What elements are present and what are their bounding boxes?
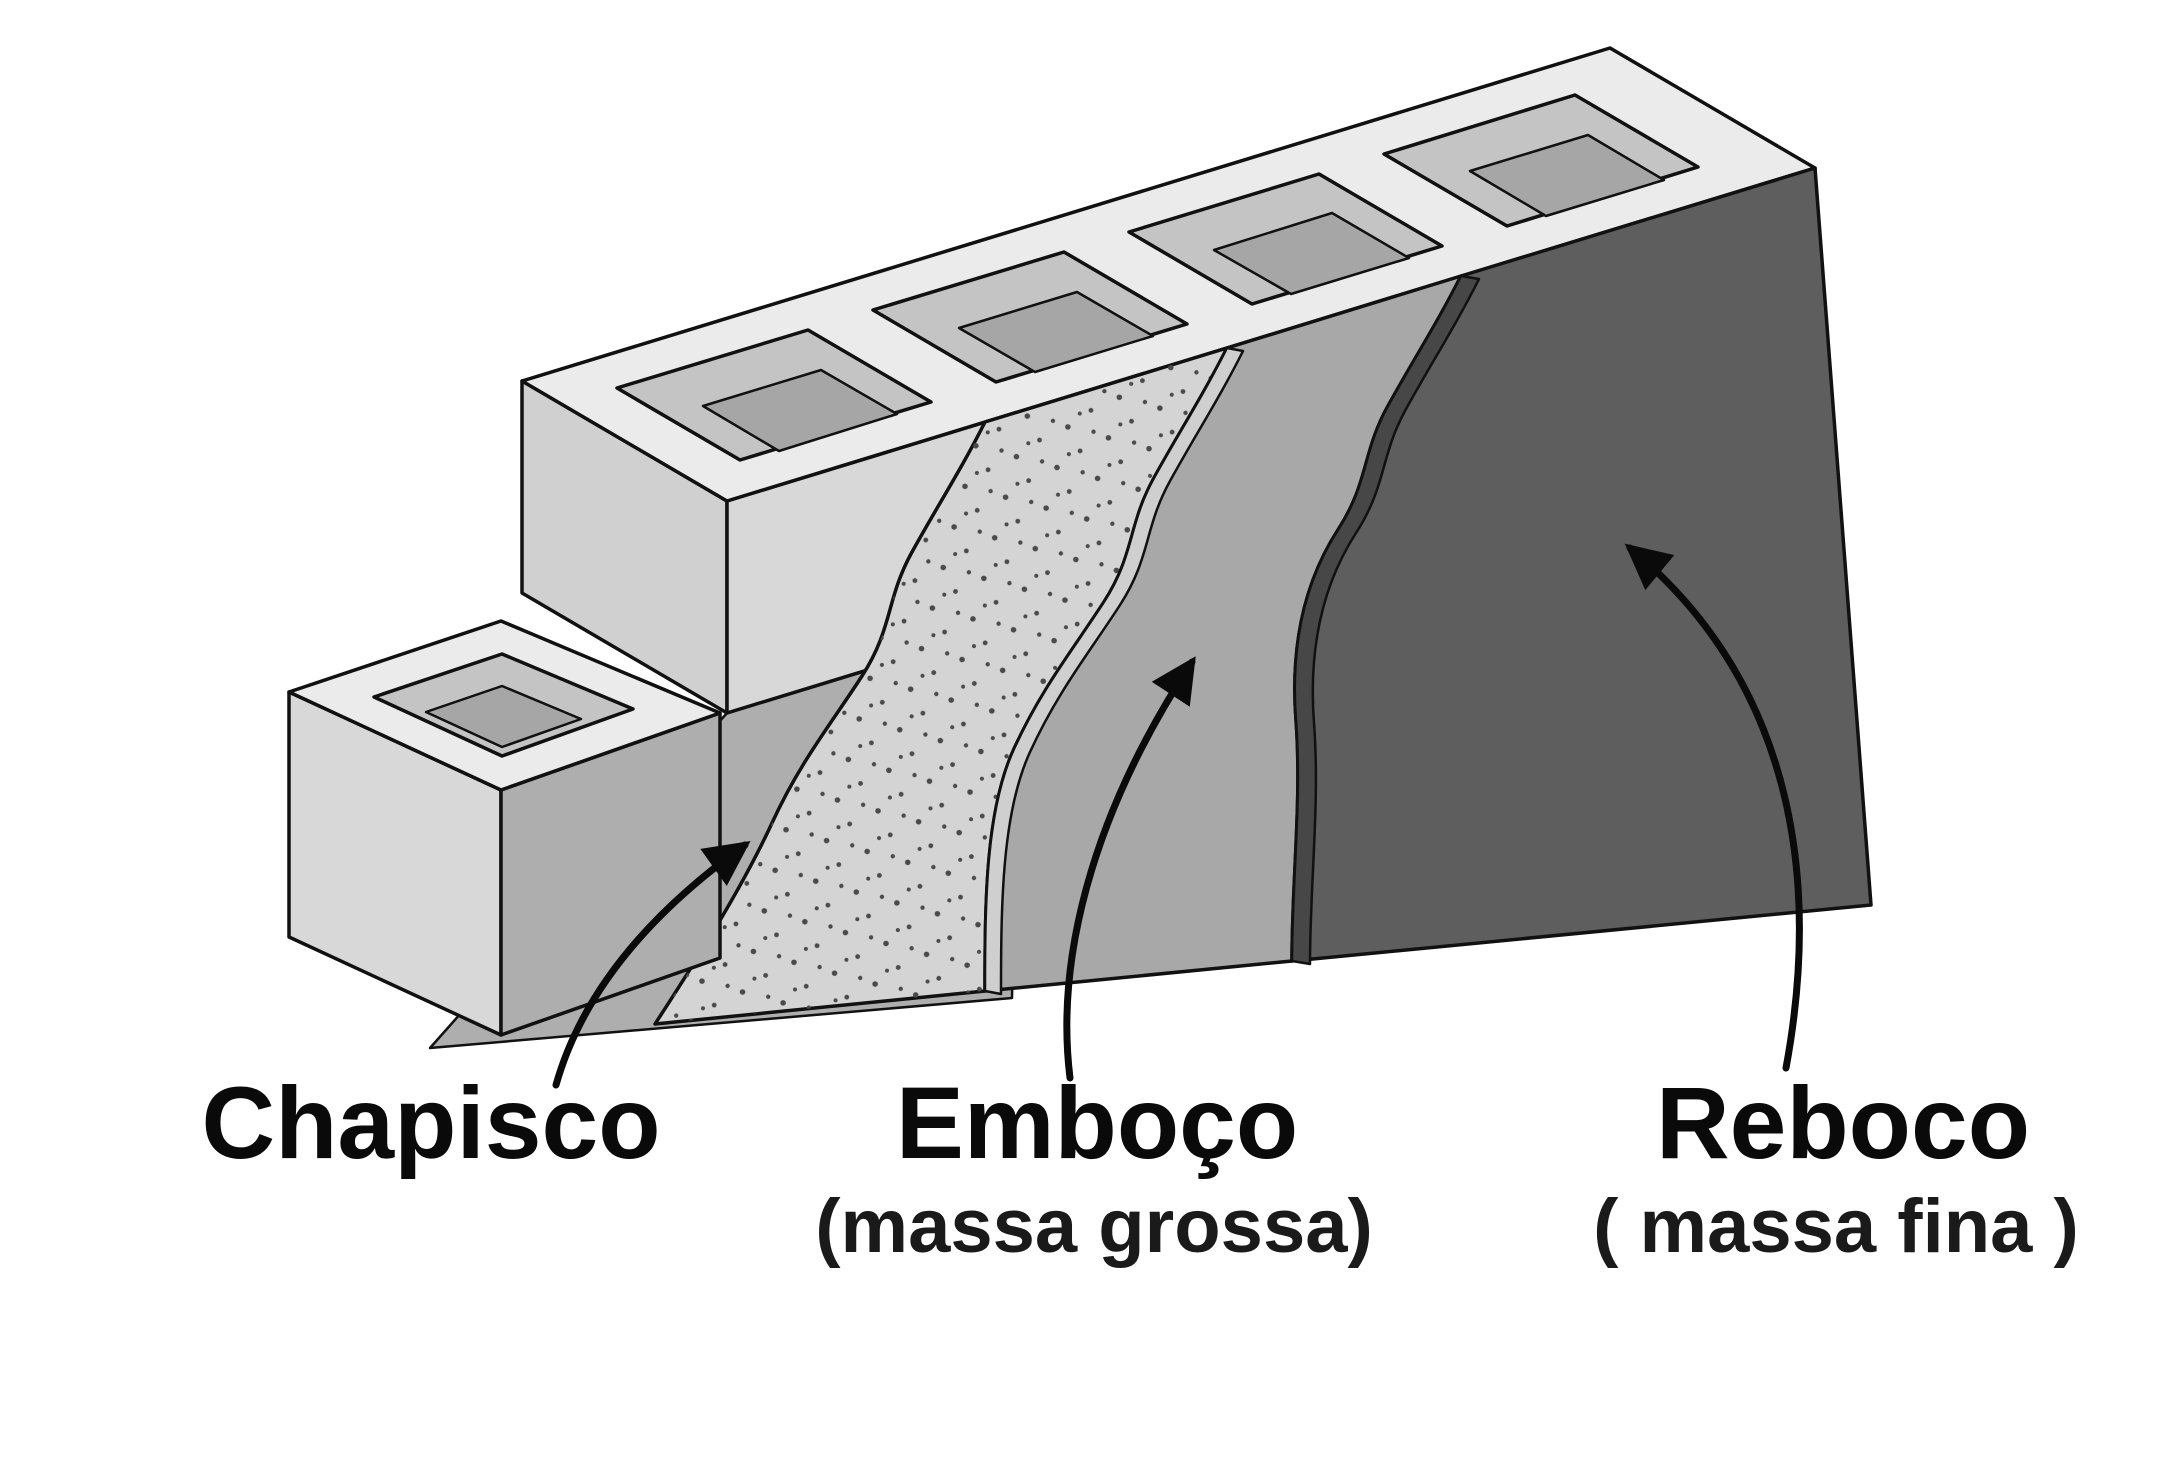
block-cell-hole	[1127, 172, 1444, 306]
reboco-sublabel: ( massa fina )	[1593, 1184, 2079, 1269]
block-cell-hole	[1382, 93, 1700, 228]
block-cell-hole	[615, 328, 933, 462]
reboco-arrow	[1624, 543, 1803, 1072]
reboco-label: Reboco	[1656, 1066, 2030, 1180]
reboco-edge-strip	[1290, 274, 1481, 966]
chapisco-arrow	[552, 841, 751, 1089]
emboco-edge-strip	[983, 346, 1245, 996]
emboco-sublabel: (massa grossa)	[815, 1184, 1373, 1269]
chapisco-stipple-texture	[655, 348, 1227, 1024]
small-concrete-block	[287, 619, 722, 1037]
block-cell-hole	[372, 652, 635, 758]
emboco-label: Emboço	[896, 1066, 1298, 1180]
emboco-arrow	[1063, 656, 1196, 1082]
chapisco-label: Chapisco	[201, 1066, 660, 1180]
block-cell-hole	[871, 250, 1189, 384]
